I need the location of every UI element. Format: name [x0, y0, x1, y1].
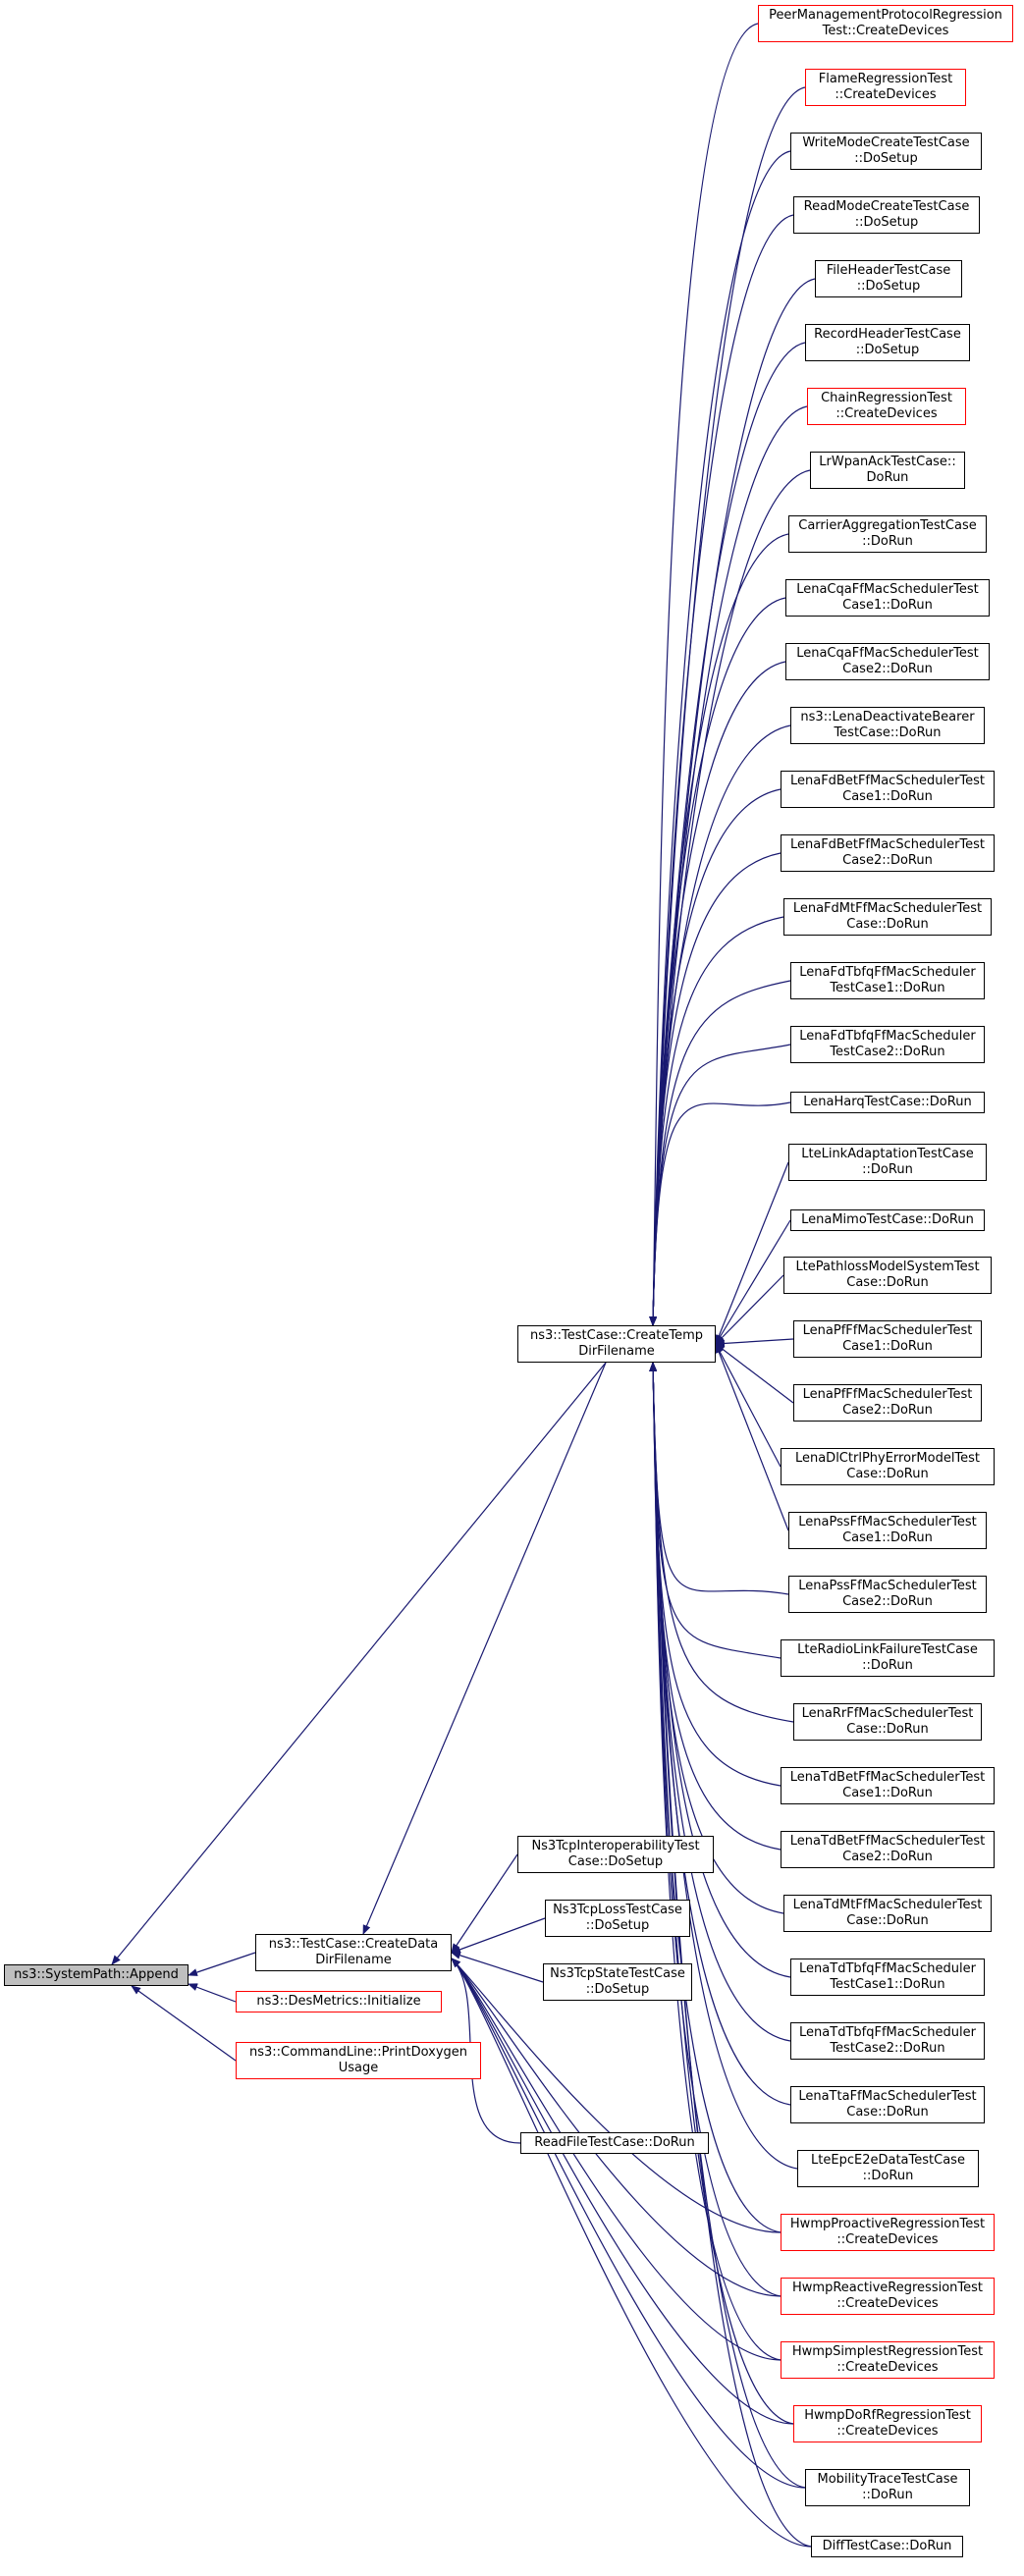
node-cqa2[interactable]: LenaCqaFfMacSchedulerTest Case2::DoRun [785, 643, 990, 680]
node-recordheader[interactable]: RecordHeaderTestCase ::DoSetup [805, 324, 970, 361]
edge-cmdline-to-append [131, 1985, 237, 2062]
node-createtemp[interactable]: ns3::TestCase::CreateTemp DirFilename [517, 1325, 716, 1363]
node-lrwpan[interactable]: LrWpanAckTestCase:: DoRun [810, 452, 965, 489]
node-difftest[interactable]: DiffTestCase::DoRun [811, 2536, 963, 2557]
node-ns3tcploss[interactable]: Ns3TcpLossTestCase ::DoSetup [545, 1900, 690, 1937]
node-hwmpsimplest[interactable]: HwmpSimplestRegressionTest ::CreateDevic… [781, 2341, 995, 2379]
node-hwmpreactive[interactable]: HwmpReactiveRegressionTest ::CreateDevic… [781, 2278, 995, 2315]
node-append: ns3::SystemPath::Append [4, 1964, 189, 1986]
edge-pss1-to-createtemp [715, 1343, 789, 1531]
node-pf1[interactable]: LenaPfFfMacSchedulerTest Case1::DoRun [793, 1320, 982, 1358]
node-fdbet2[interactable]: LenaFdBetFfMacSchedulerTest Case2::DoRun [781, 834, 995, 872]
node-ns3tcpinterop[interactable]: Ns3TcpInteroperabilityTest Case::DoSetup [517, 1836, 714, 1873]
edge-carrier-to-createtemp [649, 533, 789, 1326]
edge-fdbet1-to-createtemp [649, 788, 781, 1326]
node-readmode[interactable]: ReadModeCreateTestCase ::DoSetup [793, 196, 980, 234]
edge-pathloss-to-createtemp [715, 1274, 784, 1345]
node-peer[interactable]: PeerManagementProtocolRegression Test::C… [758, 5, 1013, 42]
edge-hwmpreactive-to-createdata [451, 1958, 781, 2297]
edge-fdbet2-to-createtemp [649, 852, 781, 1326]
node-fdmt[interactable]: LenaFdMtFfMacSchedulerTest Case::DoRun [783, 898, 992, 936]
node-createdata[interactable]: ns3::TestCase::CreateData DirFilename [255, 1934, 452, 1971]
edge-hwmpsimplest-to-createdata [451, 1958, 781, 2361]
node-writemode[interactable]: WriteModeCreateTestCase ::DoSetup [790, 133, 982, 170]
edge-peer-to-createtemp [649, 23, 759, 1326]
edge-difftest-to-createdata [451, 1958, 812, 2548]
node-cmdline[interactable]: ns3::CommandLine::PrintDoxygen Usage [236, 2042, 481, 2079]
edge-dlctrl-to-createtemp [715, 1343, 781, 1468]
node-fileheader[interactable]: FileHeaderTestCase ::DoSetup [815, 260, 962, 297]
node-tdtbfq2[interactable]: LenaTdTbfqFfMacScheduler TestCase2::DoRu… [790, 2022, 985, 2060]
edge-ns3tcploss-to-createdata [451, 1917, 546, 1954]
node-pss2[interactable]: LenaPssFfMacSchedulerTest Case2::DoRun [788, 1576, 987, 1613]
node-fdtbfq2[interactable]: LenaFdTbfqFfMacScheduler TestCase2::DoRu… [790, 1026, 985, 1063]
edge-fdtbfq2-to-createtemp [649, 1044, 791, 1326]
edge-createtemp-to-append [111, 1362, 607, 1965]
node-epce2e[interactable]: LteEpcE2eDataTestCase ::DoRun [797, 2150, 979, 2187]
node-flame[interactable]: FlameRegressionTest ::CreateDevices [805, 69, 966, 106]
node-tdbet2[interactable]: LenaTdBetFfMacSchedulerTest Case2::DoRun [781, 1831, 995, 1868]
node-dlctrl[interactable]: LenaDlCtrlPhyErrorModelTest Case::DoRun [781, 1448, 995, 1485]
node-pf2[interactable]: LenaPfFfMacSchedulerTest Case2::DoRun [793, 1384, 982, 1422]
node-hwmpdorf[interactable]: HwmpDoRfRegressionTest ::CreateDevices [793, 2405, 982, 2442]
node-mobility[interactable]: MobilityTraceTestCase ::DoRun [805, 2469, 970, 2506]
edge-ns3tcpinterop-to-createdata [451, 1853, 518, 1954]
node-chain[interactable]: ChainRegressionTest ::CreateDevices [807, 388, 966, 425]
edge-cqa1-to-createtemp [649, 597, 786, 1326]
node-fdbet1[interactable]: LenaFdBetFfMacSchedulerTest Case1::DoRun [781, 771, 995, 808]
edge-pf2-to-createtemp [715, 1343, 794, 1404]
node-tta[interactable]: LenaTtaFfMacSchedulerTest Case::DoRun [790, 2086, 985, 2123]
node-carrier[interactable]: CarrierAggregationTestCase ::DoRun [788, 515, 987, 553]
edge-mobility-to-createdata [451, 1958, 806, 2489]
node-hwmpproactive[interactable]: HwmpProactiveRegressionTest ::CreateDevi… [781, 2214, 995, 2251]
node-pss1[interactable]: LenaPssFfMacSchedulerTest Case1::DoRun [788, 1512, 987, 1549]
node-harq[interactable]: LenaHarqTestCase::DoRun [790, 1092, 985, 1113]
edge-flame-to-createtemp [649, 86, 806, 1326]
node-pathloss[interactable]: LtePathlossModelSystemTest Case::DoRun [783, 1257, 992, 1294]
node-mimo[interactable]: LenaMimoTestCase::DoRun [790, 1209, 985, 1231]
node-fdtbfq1[interactable]: LenaFdTbfqFfMacScheduler TestCase1::DoRu… [790, 962, 985, 999]
edge-mimo-to-createtemp [715, 1219, 791, 1345]
node-rr[interactable]: LenaRrFfMacSchedulerTest Case::DoRun [793, 1703, 982, 1741]
node-deactivate[interactable]: ns3::LenaDeactivateBearer TestCase::DoRu… [790, 707, 985, 744]
node-readfile[interactable]: ReadFileTestCase::DoRun [520, 2132, 709, 2154]
edge-readmode-to-createtemp [649, 214, 794, 1326]
node-desmetrics[interactable]: ns3::DesMetrics::Initialize [236, 1991, 442, 2012]
edge-harq-to-createtemp [649, 1101, 791, 1326]
edge-hwmpdorf-to-createdata [451, 1958, 794, 2425]
node-tdmt[interactable]: LenaTdMtFfMacSchedulerTest Case::DoRun [783, 1895, 992, 1932]
node-linkadapt[interactable]: LteLinkAdaptationTestCase ::DoRun [788, 1144, 987, 1181]
node-ns3tcpstate[interactable]: Ns3TcpStateTestCase ::DoSetup [543, 1963, 692, 2001]
edge-ns3tcpstate-to-createdata [451, 1951, 544, 1983]
node-tdtbfq1[interactable]: LenaTdTbfqFfMacScheduler TestCase1::DoRu… [790, 1959, 985, 1996]
edge-hwmpproactive-to-createdata [451, 1958, 781, 2233]
edge-linkadapt-to-createtemp [715, 1161, 789, 1345]
node-cqa1[interactable]: LenaCqaFfMacSchedulerTest Case1::DoRun [785, 579, 990, 617]
edge-difftest-to-createtemp [649, 1362, 812, 2548]
edge-createtemp-to-createdata [362, 1362, 607, 1935]
edge-createdata-to-append [188, 1952, 256, 1976]
node-tdbet1[interactable]: LenaTdBetFfMacSchedulerTest Case1::DoRun [781, 1767, 995, 1804]
edge-desmetrics-to-append [188, 1983, 237, 2003]
node-rlf[interactable]: LteRadioLinkFailureTestCase ::DoRun [781, 1639, 995, 1677]
edge-rr-to-createtemp [649, 1362, 794, 1723]
edge-pf1-to-createtemp [715, 1338, 794, 1348]
edge-hwmpproactive-to-createtemp [649, 1362, 781, 2233]
